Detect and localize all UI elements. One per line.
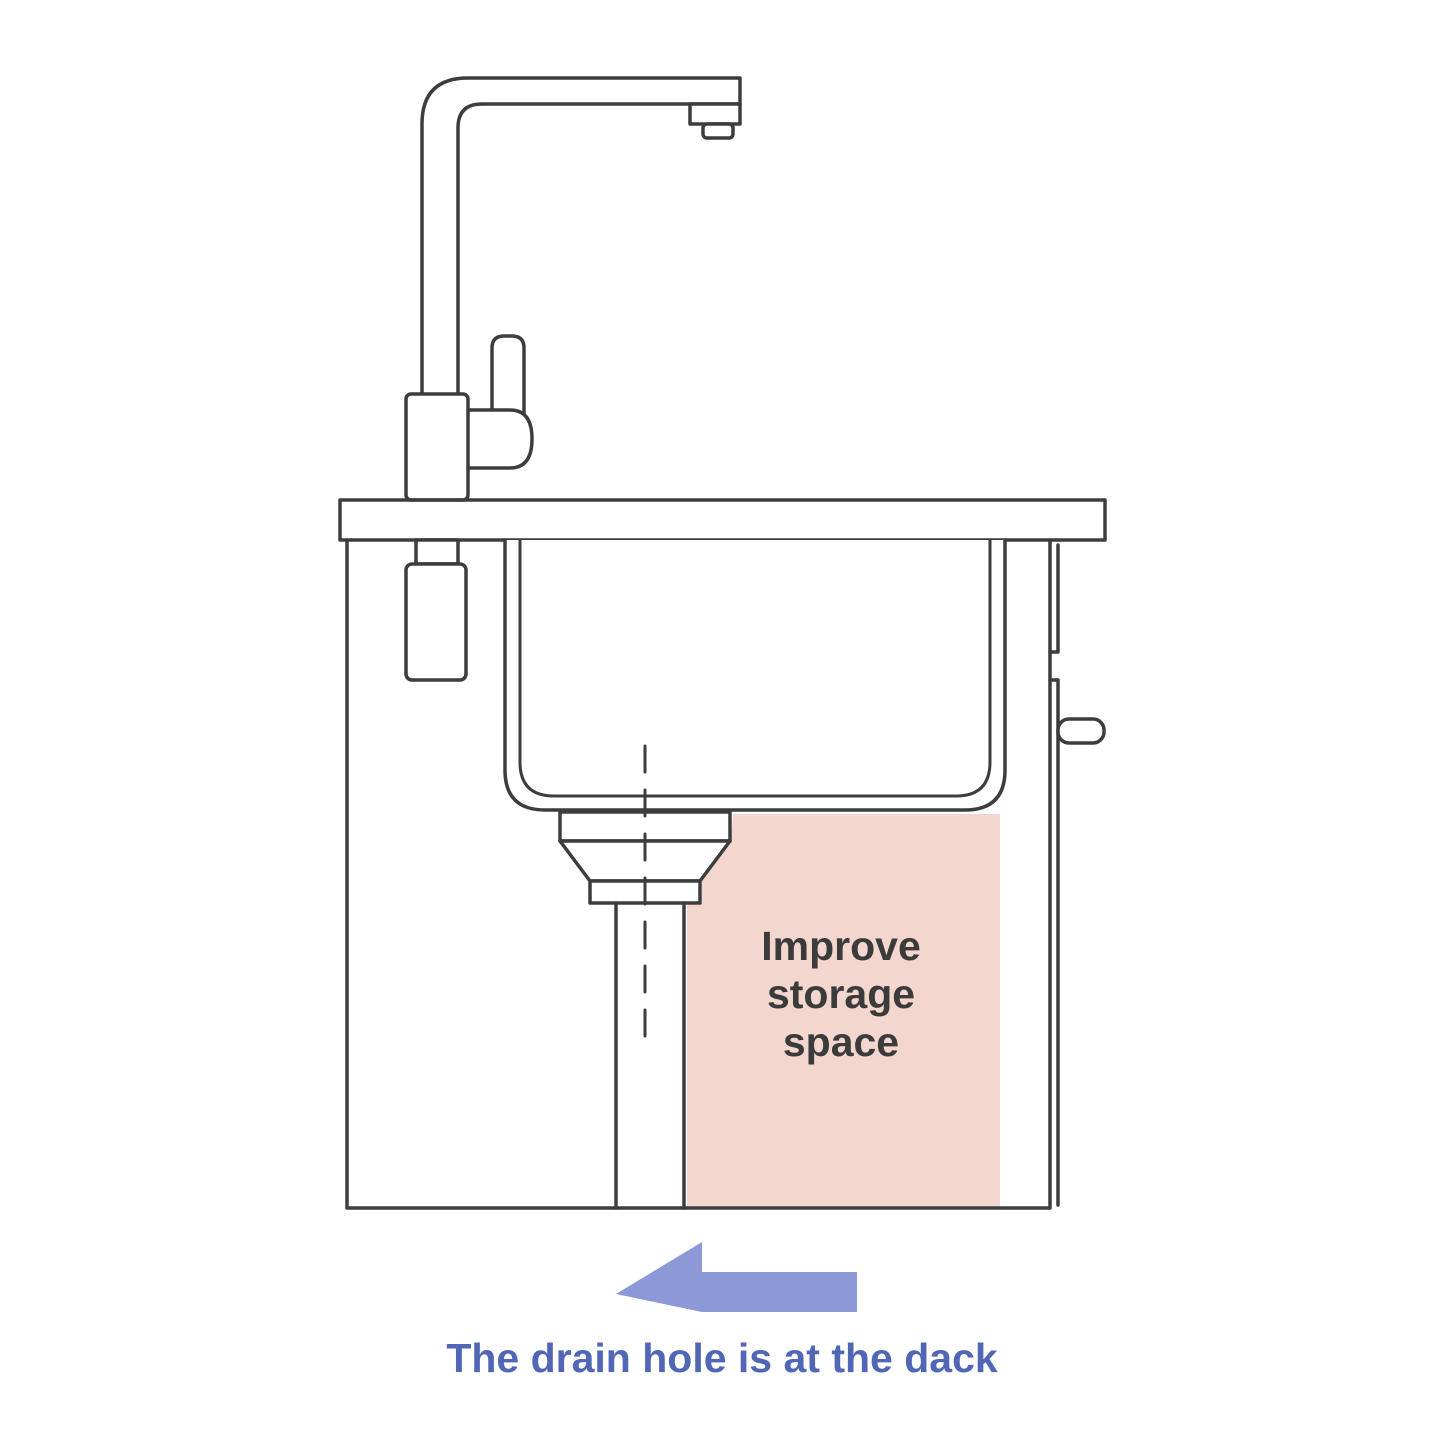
faucet-handle-lever bbox=[490, 334, 526, 416]
cabinet-door-edge-upper bbox=[1048, 543, 1060, 654]
cabinet-door-edge-lower bbox=[1048, 678, 1060, 1207]
faucet-spout bbox=[420, 76, 742, 398]
faucet-supply-tube bbox=[414, 538, 460, 566]
storage-label-line-2: storage bbox=[767, 971, 915, 1017]
storage-label-line-1: Improve bbox=[761, 923, 921, 969]
drain-pipe bbox=[614, 901, 686, 1210]
sink-basin-inner bbox=[518, 538, 992, 798]
filter-cartridge bbox=[404, 562, 468, 682]
faucet-nozzle-body bbox=[688, 102, 742, 126]
sink-basin-outer bbox=[503, 538, 1007, 812]
countertop bbox=[338, 498, 1107, 542]
storage-highlight-region bbox=[687, 814, 1000, 1207]
faucet-handle-joint bbox=[464, 408, 534, 470]
door-handle bbox=[1056, 717, 1106, 745]
cabinet-outline bbox=[345, 538, 1052, 1210]
caption-text: The drain hole is at the dack bbox=[446, 1335, 998, 1381]
faucet-base bbox=[404, 392, 470, 502]
faucet-nozzle-tip bbox=[701, 122, 735, 140]
line-art bbox=[338, 76, 1107, 1210]
storage-label-line-3: space bbox=[783, 1019, 899, 1065]
left-arrow bbox=[616, 1242, 857, 1312]
